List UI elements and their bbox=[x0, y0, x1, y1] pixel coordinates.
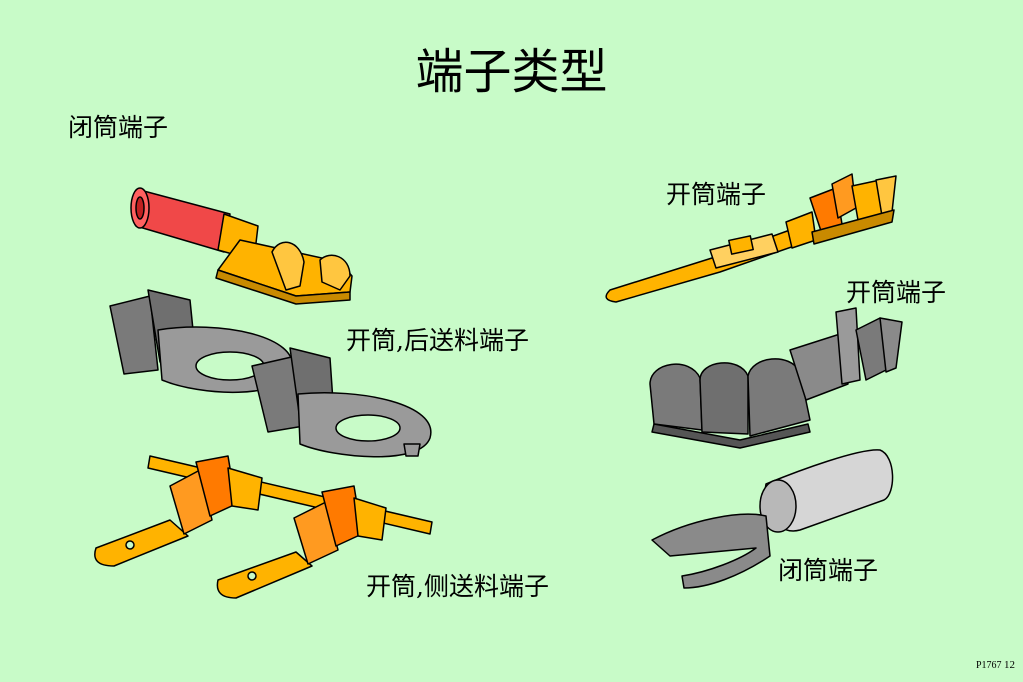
label-open-barrel-pin: 开筒端子 bbox=[666, 180, 767, 209]
label-open-barrel-receptacle: 开筒端子 bbox=[846, 278, 947, 307]
closed-barrel-spade-illustration bbox=[651, 449, 894, 589]
open-barrel-pin-illustration bbox=[605, 173, 897, 303]
label-closed-barrel-spade: 闭筒端子 bbox=[778, 556, 879, 585]
label-closed-barrel-top: 闭筒端子 bbox=[68, 113, 169, 142]
slide-code: P1767 bbox=[975, 660, 1002, 671]
closed-barrel-receptacle-illustration bbox=[130, 187, 353, 305]
label-open-barrel-side-feed: 开筒,侧送料端子 bbox=[366, 572, 549, 601]
open-barrel-receptacle-illustration bbox=[649, 307, 903, 449]
open-barrel-rear-feed-illustration bbox=[109, 289, 432, 458]
slide-footer: P1767 12 bbox=[976, 659, 1015, 672]
open-barrel-side-feed-illustration bbox=[94, 455, 433, 599]
page-number: 12 bbox=[1004, 659, 1015, 671]
label-open-barrel-rear-feed: 开筒,后送料端子 bbox=[346, 326, 529, 355]
page-title: 端子类型 bbox=[415, 44, 608, 100]
